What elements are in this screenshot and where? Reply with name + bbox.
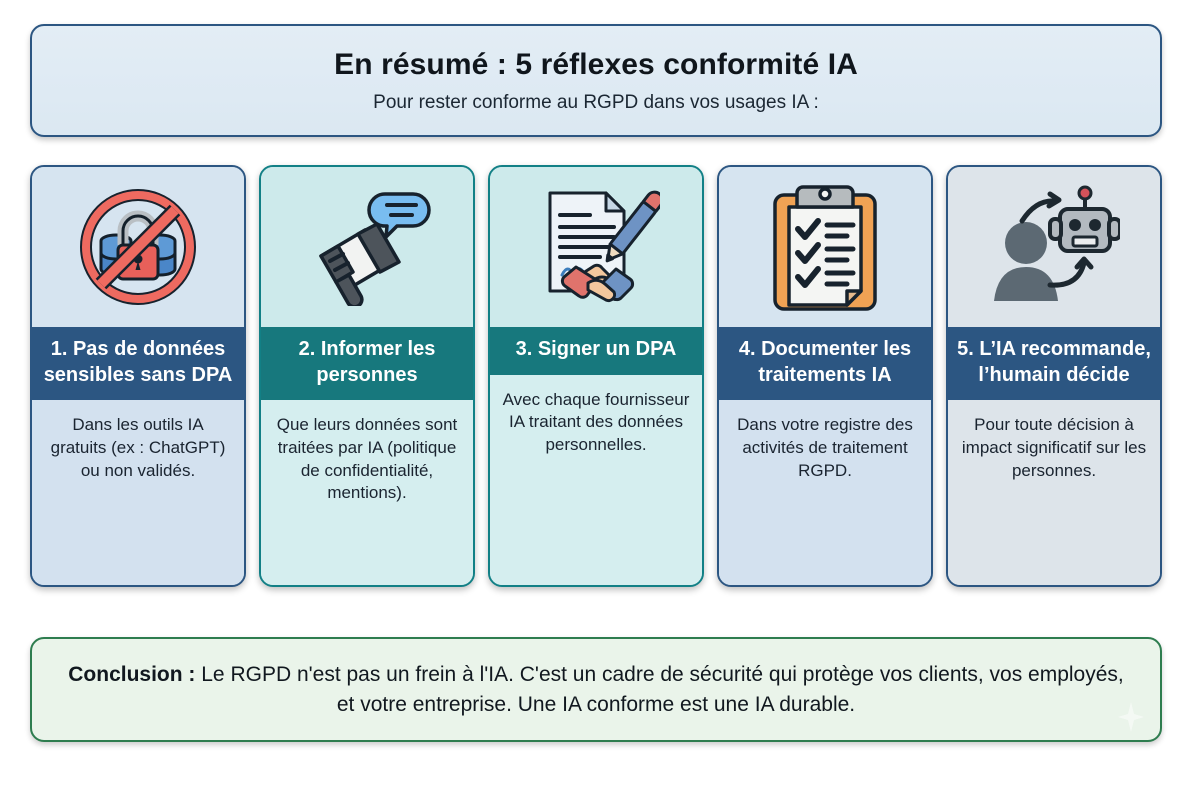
reflex-card-4: 4. Documenter les traitements IA Dans vo… (717, 165, 933, 587)
card-3-title: 3. Signer un DPA (490, 327, 702, 375)
card-4-body: Dans votre registre des activités de tra… (719, 400, 931, 585)
sparkle-icon (1118, 702, 1144, 732)
card-2-icon-area (261, 167, 473, 327)
human-robot-loop-icon (988, 185, 1120, 309)
conclusion-text: Conclusion : Le RGPD n'est pas un frein … (66, 660, 1126, 720)
card-5-icon-area (948, 167, 1160, 327)
card-2-body: Que leurs données sont traitées par IA (… (261, 400, 473, 585)
reflex-card-1: 1. Pas de données sensibles sans DPA Dan… (30, 165, 246, 587)
page-title: En résumé : 5 réflexes conformité IA (334, 47, 858, 81)
reflex-card-3: 3. Signer un DPA Avec chaque fournisseur… (488, 165, 704, 587)
header-banner: En résumé : 5 réflexes conformité IA Pou… (30, 24, 1162, 137)
card-1-body: Dans les outils IA gratuits (ex : ChatGP… (32, 400, 244, 585)
card-3-body: Avec chaque fournisseur IA traitant des … (490, 374, 702, 585)
page-subtitle: Pour rester conforme au RGPD dans vos us… (373, 91, 819, 113)
card-3-icon-area (490, 167, 702, 327)
clipboard-checklist-icon (767, 181, 883, 313)
card-4-title: 4. Documenter les traitements IA (719, 327, 931, 401)
reflex-card-5: 5. L’IA recommande, l’humain décide Pour… (946, 165, 1162, 587)
card-1-title: 1. Pas de données sensibles sans DPA (32, 327, 244, 401)
conclusion-body: Le RGPD n'est pas un frein à l'IA. C'est… (195, 662, 1124, 716)
card-5-title: 5. L’IA recommande, l’humain décide (948, 327, 1160, 401)
card-4-icon-area (719, 167, 931, 327)
card-1-icon-area (32, 167, 244, 327)
reflex-card-2: 2. Informer les personnes Que leurs donn… (259, 165, 475, 587)
conclusion-banner: Conclusion : Le RGPD n'est pas un frein … (30, 637, 1162, 742)
conclusion-label: Conclusion : (68, 662, 196, 686)
reflex-card-row: 1. Pas de données sensibles sans DPA Dan… (30, 165, 1162, 587)
card-2-title: 2. Informer les personnes (261, 327, 473, 401)
no-sensitive-data-lock-icon (74, 183, 202, 311)
card-5-body: Pour toute décision à impact significati… (948, 400, 1160, 585)
contract-signature-handshake-icon (532, 185, 660, 309)
megaphone-announcement-icon (303, 188, 431, 306)
